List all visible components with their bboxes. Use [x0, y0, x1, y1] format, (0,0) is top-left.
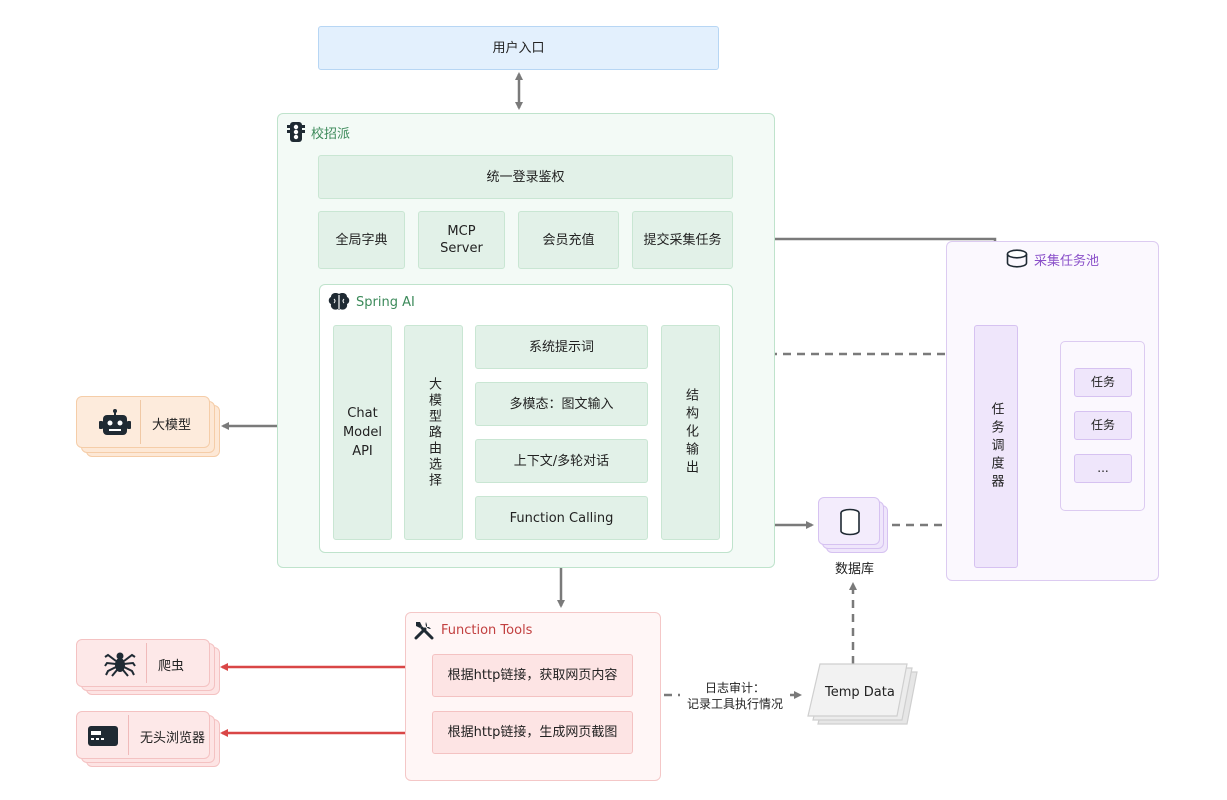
feature-label: 上下文/多轮对话: [513, 453, 610, 469]
user-entry-label: 用户入口: [492, 40, 545, 56]
crawler-card: [76, 639, 210, 687]
tool-label: 根据http链接，获取网页内容: [447, 668, 618, 683]
crawler-divider: [146, 643, 147, 683]
tool-label: 根据http链接，生成网页截图: [447, 725, 618, 740]
task-item: 任务: [1074, 368, 1132, 397]
user-entry-box: 用户入口: [318, 26, 719, 70]
module-global-dict: 全局字典: [318, 211, 405, 269]
feature-system-prompt: 系统提示词: [475, 325, 648, 369]
model-routing-box: 大模型路由选择: [404, 325, 463, 540]
task-pool-title: 采集任务池: [1006, 249, 1099, 269]
main-group-title-text: 校招派: [311, 126, 351, 142]
structured-output-label: 结构化输出: [683, 387, 698, 478]
chat-model-api-box: Chat Model API: [333, 325, 392, 540]
database-icon: [1006, 249, 1028, 268]
tools-icon: [414, 622, 434, 640]
llm-card: [76, 396, 210, 448]
task-item-label: 任务: [1090, 418, 1115, 432]
cylinder-icon: [839, 508, 861, 540]
task-pool-title-text: 采集任务池: [1034, 253, 1100, 269]
spider-icon: [104, 648, 136, 682]
feature-label: 系统提示词: [528, 339, 594, 355]
task-scheduler-label: 任务调度器: [988, 401, 1004, 492]
feature-function-calling: Function Calling: [475, 496, 648, 540]
browser-icon: [88, 726, 118, 750]
spring-ai-title: Spring AI: [328, 292, 415, 312]
task-scheduler-box: 任务调度器: [974, 325, 1018, 568]
module-label: 会员充值: [542, 232, 595, 248]
feature-context: 上下文/多轮对话: [475, 439, 648, 483]
feature-label: 多模态：图文输入: [509, 396, 614, 412]
module-label: 提交采集任务: [643, 232, 722, 248]
task-item-label: 任务: [1090, 375, 1115, 389]
task-item: ...: [1074, 454, 1132, 483]
module-label: 全局字典: [335, 232, 388, 248]
function-tools-title-text: Function Tools: [441, 622, 533, 638]
robot-icon: [99, 409, 131, 441]
chat-model-api-label: Chat Model API: [342, 406, 383, 459]
browser-divider: [128, 715, 129, 755]
module-mcp-server: MCP Server: [418, 211, 505, 269]
tool-screenshot: 根据http链接，生成网页截图: [432, 711, 633, 754]
llm-label: 大模型: [152, 418, 192, 433]
database-label: 数据库: [835, 562, 875, 577]
spring-ai-title-text: Spring AI: [356, 294, 415, 310]
auth-label: 统一登录鉴权: [486, 169, 565, 185]
llm-divider: [140, 400, 141, 444]
traffic-light-icon: [287, 122, 305, 142]
crawler-label: 爬虫: [158, 659, 185, 674]
audit-log-label: 日志审计： 记录工具执行情况: [680, 680, 790, 712]
structured-output-box: 结构化输出: [661, 325, 720, 540]
function-tools-title: Function Tools: [413, 619, 532, 641]
task-item-label: ...: [1097, 461, 1109, 475]
headless-browser-label: 无头浏览器: [140, 731, 206, 746]
temp-data-shape: [807, 663, 918, 725]
model-routing-label: 大模型路由选择: [426, 376, 441, 489]
brain-icon: [328, 293, 350, 310]
feature-label: Function Calling: [509, 510, 614, 526]
auth-box: 统一登录鉴权: [318, 155, 733, 199]
module-membership: 会员充值: [518, 211, 619, 269]
feature-multimodal: 多模态：图文输入: [475, 382, 648, 426]
task-item: 任务: [1074, 411, 1132, 440]
temp-data-label: Temp Data: [825, 685, 895, 700]
module-submit-task: 提交采集任务: [632, 211, 733, 269]
main-group-title: 校招派: [287, 121, 350, 143]
module-label: MCP Server: [440, 224, 483, 256]
tool-fetch-page: 根据http链接，获取网页内容: [432, 654, 633, 697]
